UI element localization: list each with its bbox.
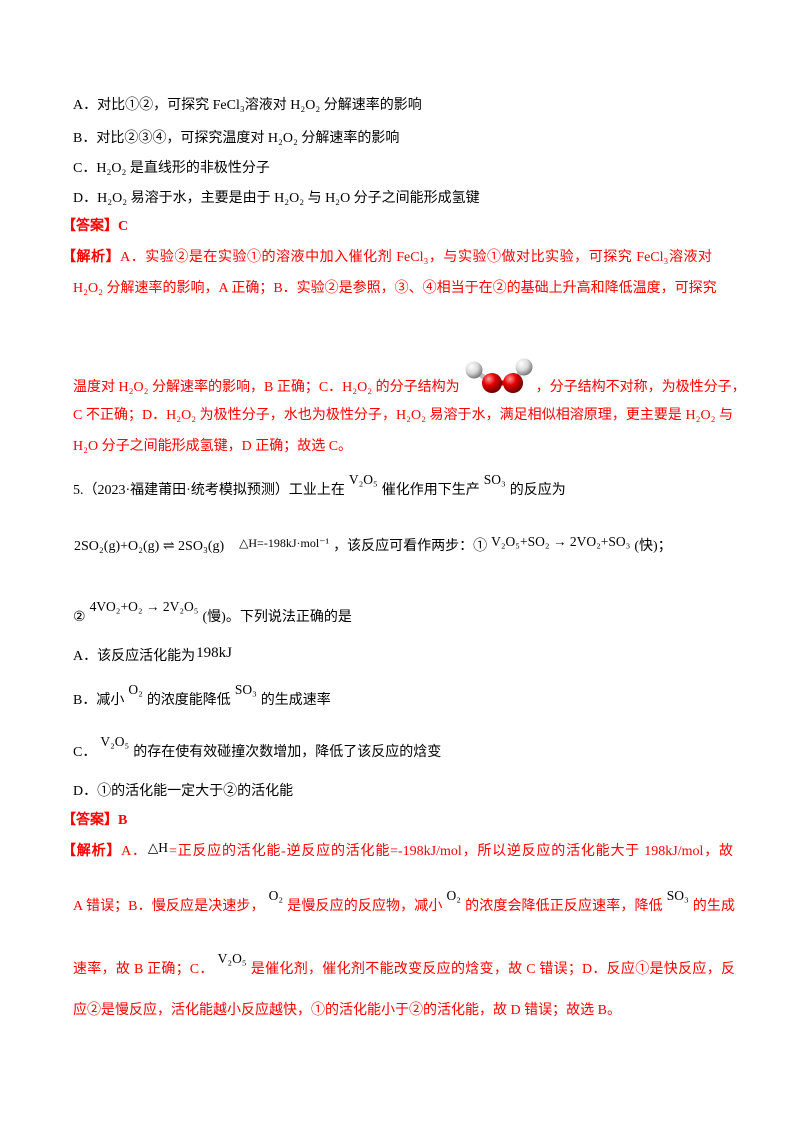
- q5-analysis-line-4: 应②是慢反应，活化能越小反应越快，①的活化能小于②的活化能，故 D 错误；故选 …: [73, 1003, 621, 1018]
- q5-equation-line: 2SO₂(g)+O₂(g) ⇌ 2SO₃(g) △H=-198kJ·mol⁻¹，该…: [73, 534, 672, 556]
- q5-stem-source: 5.（2023·福建莆田·统考模拟预测）工业上在: [73, 483, 345, 498]
- q4-analysis-line-3: 温度对 H₂O₂ 分解速率的影响，B 正确；C．H₂O₂ 的分子结构为: [73, 355, 746, 395]
- q5-analysis-2-formula-2: O₂: [446, 888, 461, 903]
- q5-analysis-label: 【解析】: [62, 844, 122, 859]
- q4-analysis-line-4: C 不正确；D．H₂O₂ 为极性分子，水也为极性分子，H₂O₂ 易溶于水，满足相…: [73, 408, 733, 423]
- q5-analysis-line-2: A 错误；B．慢反应是决速步，O₂是慢反应的反应物，减小O₂的浓度会降低正反应速…: [73, 888, 736, 916]
- q5-analysis-1-delta-h: △H: [147, 840, 168, 855]
- q5-option-b-part-1: B．减小: [73, 693, 125, 708]
- q5-analysis-3-part-1: 速率，故 B 正确；C．: [73, 962, 214, 977]
- q4-analysis-text-3a: 温度对 H₂O₂ 分解速率的影响，B 正确；C．H₂O₂ 的分子结构为: [73, 380, 460, 395]
- q5-step2-equation: 4VO₂+O₂ → 2V₂O₅: [89, 599, 199, 614]
- q5-option-d: D．①的活化能一定大于②的活化能: [73, 784, 294, 799]
- q5-stem: 5.（2023·福建莆田·统考模拟预测）工业上在V₂O₅催化作用下生产SO₃的反…: [73, 472, 566, 500]
- q4-answer-value: C: [118, 219, 129, 234]
- q5-answer: 【答案】B: [62, 811, 127, 831]
- q5-option-b-part-3: 的生成速率: [260, 693, 331, 708]
- q5-step2-line: ②4VO₂+O₂ → 2V₂O₅(慢)。下列说法正确的是: [73, 599, 352, 627]
- q5-stem-product-formula: SO₃: [483, 472, 506, 487]
- q5-equation-text: ，该反应可看作两步：①: [333, 539, 488, 554]
- oxygen-atom-left: [481, 373, 502, 393]
- q5-stem-end: 的反应为: [509, 483, 566, 498]
- q5-answer-label: 【答案】: [62, 813, 118, 828]
- q4-analysis-text-3b: ，分子结构不对称，为极性分子，: [535, 380, 746, 395]
- q5-overall-equation: 2SO₂(g)+O₂(g) ⇌ 2SO₃(g): [74, 539, 225, 554]
- q4-answer-label: 【答案】: [62, 219, 118, 234]
- q4-analysis-line-1: 【解析】A．实验②是在实验①的溶液中加入催化剂 FeCl₃，与实验①做对比实验，…: [62, 248, 712, 268]
- q4-analysis-label: 【解析】: [62, 250, 121, 265]
- q5-option-a-value: 198kJ: [196, 645, 232, 661]
- q5-answer-value: B: [118, 813, 128, 828]
- q5-enthalpy: △H=-198kJ·mol⁻¹: [239, 536, 330, 550]
- q5-step2-tail: (慢)。下列说法正确的是: [202, 610, 352, 625]
- q5-option-b-formula-2: SO₃: [234, 682, 257, 697]
- q5-analysis-line-1: 【解析】A．△H=正反应的活化能-逆反应的活化能=-198kJ/mol，所以逆反…: [62, 840, 733, 861]
- q4-analysis-text-1: A．实验②是在实验①的溶液中加入催化剂 FeCl₃，与实验①做对比实验，可探究 …: [120, 250, 712, 265]
- q4-option-c: C．H₂O₂ 是直线形的非极性分子: [73, 161, 270, 176]
- q4-option-a: A．对比①②，可探究 FeCl₃溶液对 H₂O₂ 分解速率的影响: [73, 98, 422, 113]
- q5-stem-middle: 催化作用下生产: [381, 483, 480, 498]
- q5-analysis-1-part-1: A．: [121, 844, 147, 859]
- q5-option-c-part-2: 的存在使有效碰撞次数增加，降低了该反应的焓变: [133, 745, 442, 760]
- q5-analysis-3-part-2: 是催化剂，催化剂不能改变反应的焓变，故 C 错误；D．反应①是快反应，反: [250, 962, 735, 977]
- q5-analysis-line-3: 速率，故 B 正确；C．V₂O₅是催化剂，催化剂不能改变反应的焓变，故 C 错误…: [73, 951, 735, 979]
- q5-option-c-formula: V₂O₅: [100, 734, 130, 749]
- q5-analysis-2-formula-3: SO₃: [666, 888, 689, 903]
- q4-analysis-line-5: H₂O 分子之间能形成氢键，D 正确；故选 C。: [73, 439, 353, 454]
- q5-option-a: A．该反应活化能为198kJ: [73, 645, 233, 666]
- q5-analysis-1-part-2: =正反应的活化能-逆反应的活化能=-198kJ/mol，所以逆反应的活化能大于 …: [168, 844, 733, 859]
- q5-option-b-formula-1: O₂: [128, 682, 143, 697]
- q5-option-b: B．减小O₂的浓度能降低SO₃的生成速率: [73, 682, 331, 710]
- q5-analysis-2-part-4: 的生成: [692, 899, 736, 914]
- h2o2-molecule-model-image: [465, 358, 533, 393]
- q5-analysis-2-part-1: A 错误；B．慢反应是决速步，: [73, 899, 265, 914]
- q5-option-c: C．V₂O₅的存在使有效碰撞次数增加，降低了该反应的焓变: [73, 734, 442, 762]
- q5-option-b-part-2: 的浓度能降低: [146, 693, 231, 708]
- oxygen-atom-right: [502, 373, 523, 393]
- q5-stem-catalyst-formula: V₂O₅: [348, 472, 378, 487]
- q5-analysis-2-part-2: 是慢反应的反应物，减小: [287, 899, 443, 914]
- q5-analysis-2-part-3: 的浓度会降低正反应速率，降低: [464, 899, 663, 914]
- hydrogen-atom-right: [515, 358, 533, 376]
- q5-step1-equation: V₂O₅+SO₂ → 2VO₂+SO₃: [491, 534, 631, 549]
- q5-step1-rate: (快)；: [634, 539, 672, 554]
- q4-option-d: D．H₂O₂ 易溶于水，主要是由于 H₂O₂ 与 H₂O 分子之间能形成氢键: [73, 191, 480, 206]
- q4-option-b: B．对比②③④，可探究温度对 H₂O₂ 分解速率的影响: [73, 131, 400, 146]
- q5-option-a-text: A．该反应活化能为: [73, 649, 196, 664]
- q5-analysis-3-formula: V₂O₅: [217, 951, 247, 966]
- q4-analysis-line-2: H₂O₂ 分解速率的影响，A 正确；B．实验②是参照，③、④相当于在②的基础上升…: [73, 281, 717, 296]
- hydrogen-atom-left: [465, 361, 483, 379]
- q5-analysis-2-formula-1: O₂: [268, 888, 284, 903]
- q5-step2-marker: ②: [73, 610, 86, 625]
- q4-answer: 【答案】C: [62, 217, 128, 237]
- q5-option-c-part-1: C．: [73, 745, 97, 760]
